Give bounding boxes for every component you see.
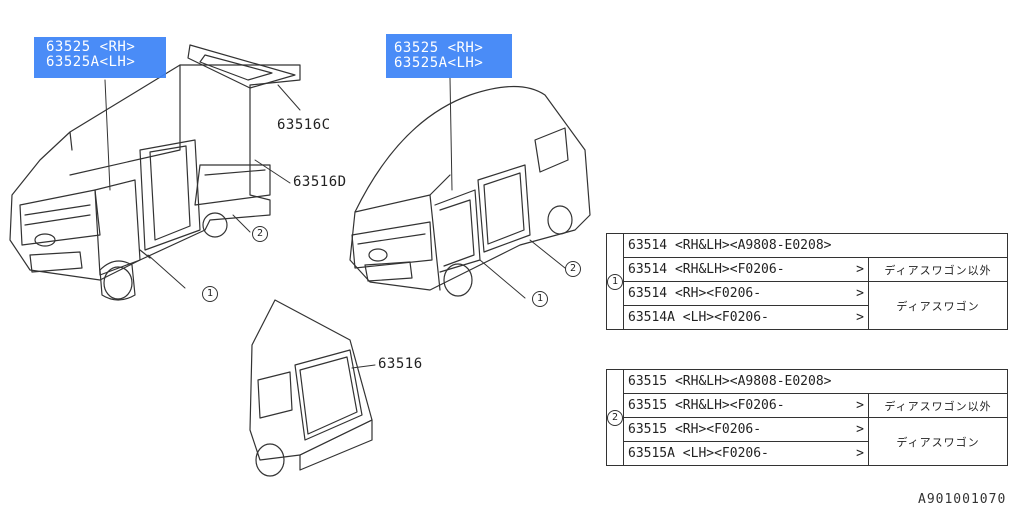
table-row: 2 63515 <RH&LH><A9808-E0208> [606,369,1008,466]
leader-lines [104,77,453,233]
right-callout-line2: 63525A<LH> [394,55,484,71]
parts-table-1: 1 63514 <RH&LH><A9808-E0208> 63514 <RH&L… [606,233,1008,330]
table-row: 63515 <RH><F0206-> ディアスワゴン [607,417,1008,466]
table-row: 63514A <LH><F0206-> [607,305,1008,330]
parts-table-2: 2 63515 <RH&LH><A9808-E0208> 63515 <RH&L… [606,369,1008,466]
table-row: 63515A <LH><F0206-> [607,441,1008,466]
label-63516c[interactable]: 63516C [277,117,331,133]
part-cell[interactable]: 63514 <RH&LH><A9808-E0208> [623,233,1008,258]
part-cell[interactable]: 63514 <RH><F0206-> [623,281,869,306]
circle-marker-1-right: 1 [532,291,548,307]
part-cell[interactable]: 63515A <LH><F0206-> [623,441,869,466]
table-row: 63514 <RH><F0206-> ディアスワゴン [607,281,1008,330]
left-callout-line2: 63525A<LH> [46,54,136,70]
label-63516d[interactable]: 63516D [293,174,347,190]
circle-marker-1-left: 1 [202,286,218,302]
label-63516[interactable]: 63516 [378,356,423,372]
part-cell[interactable]: 63515 <RH&LH><F0206-> [623,393,869,418]
left-truck-drawing [9,44,301,301]
part-cell[interactable]: 63514A <LH><F0206-> [623,305,869,330]
right-highlight-box [386,34,512,78]
right-callout-line1: 63525 <RH> [394,40,484,56]
left-callout-line1: 63525 <RH> [46,39,136,55]
table-row: 1 63514 <RH&LH><A9808-E0208> [606,233,1008,330]
group-number-cell: 1 [606,233,624,330]
circle-marker-2-right: 2 [565,261,581,277]
table-row: 63514 <RH&LH><F0206-> ディアスワゴン以外 [607,257,1008,282]
part-cell[interactable]: 63514 <RH&LH><F0206-> [623,257,869,282]
group-number-cell: 2 [606,369,624,466]
table-row: 63515 <RH&LH><F0206-> ディアスワゴン以外 [607,393,1008,418]
left-part-callout[interactable]: 63525 <RH> 63525A<LH> [46,40,135,70]
note-cell: ディアスワゴン以外 [868,393,1008,418]
left-highlight-box [34,37,166,78]
note-cell: ディアスワゴン [868,417,1008,466]
note-cell: ディアスワゴン以外 [868,257,1008,282]
note-cell: ディアスワゴン [868,281,1008,330]
right-van-drawing [349,86,591,299]
right-part-callout[interactable]: 63525 <RH> 63525A<LH> [394,41,483,71]
circle-marker-2-left: 2 [252,226,268,242]
part-cell[interactable]: 63515 <RH><F0206-> [623,417,869,442]
rear-van-drawing [249,299,376,477]
diagram-code: A901001070 [918,492,1007,507]
part-cell[interactable]: 63515 <RH&LH><A9808-E0208> [623,369,1008,394]
